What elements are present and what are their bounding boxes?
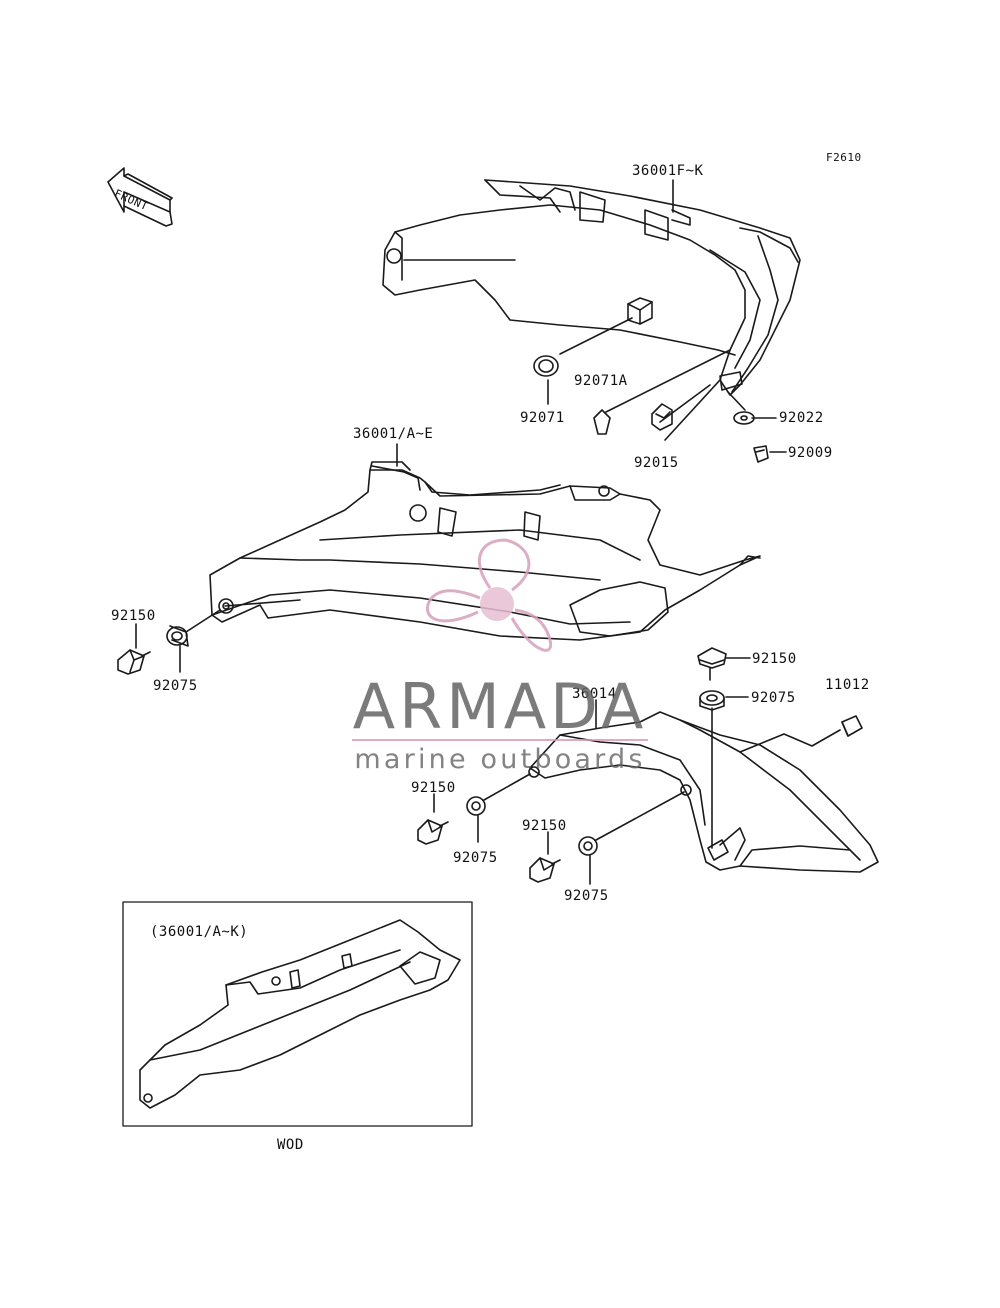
part-label-36001f-k: 36001F~K: [632, 163, 704, 179]
upper-side-cover: [382, 179, 801, 396]
inset-caption: (36001/A~K): [150, 924, 249, 940]
part-label-92071a: 92071A: [574, 373, 628, 389]
armada-propeller-logo: [426, 538, 553, 652]
inset-frame: [122, 901, 473, 1127]
part-label-92015: 92015: [634, 455, 679, 471]
inset-cover-drawing: [139, 919, 461, 1109]
part-label-92150-right: 92150: [752, 651, 797, 667]
watermark-tagline: marine outboards: [354, 744, 646, 775]
main-side-cover: [209, 461, 761, 641]
part-label-11012: 11012: [825, 677, 870, 693]
left-fasteners: [117, 625, 189, 675]
part-label-92075-right: 92075: [751, 690, 796, 706]
part-label-36001-a-e: 36001/A~E: [353, 426, 434, 442]
leader-lines-main: [135, 443, 398, 673]
lower-fasteners: [417, 647, 863, 883]
watermark-divider: [352, 739, 648, 741]
front-arrow-icon: [107, 167, 173, 227]
part-label-36014: 36014: [572, 686, 617, 702]
small-parts-upper: [533, 355, 769, 463]
figure-code: F2610: [826, 151, 862, 164]
part-label-92075-mid: 92075: [453, 850, 498, 866]
part-label-92150-mid: 92150: [411, 780, 456, 796]
part-label-92009: 92009: [788, 445, 833, 461]
part-label-92150-left: 92150: [111, 608, 156, 624]
watermark-brand: ARMADA: [352, 670, 648, 743]
leader-lines-lower: [433, 657, 841, 885]
leader-lines-upper: [547, 179, 787, 453]
part-label-92075-left: 92075: [153, 678, 198, 694]
part-label-92022: 92022: [779, 410, 824, 426]
part-label-92071: 92071: [520, 410, 565, 426]
inset-footer: WOD: [277, 1137, 304, 1153]
part-label-92075-low: 92075: [564, 888, 609, 904]
part-label-92150-low: 92150: [522, 818, 567, 834]
